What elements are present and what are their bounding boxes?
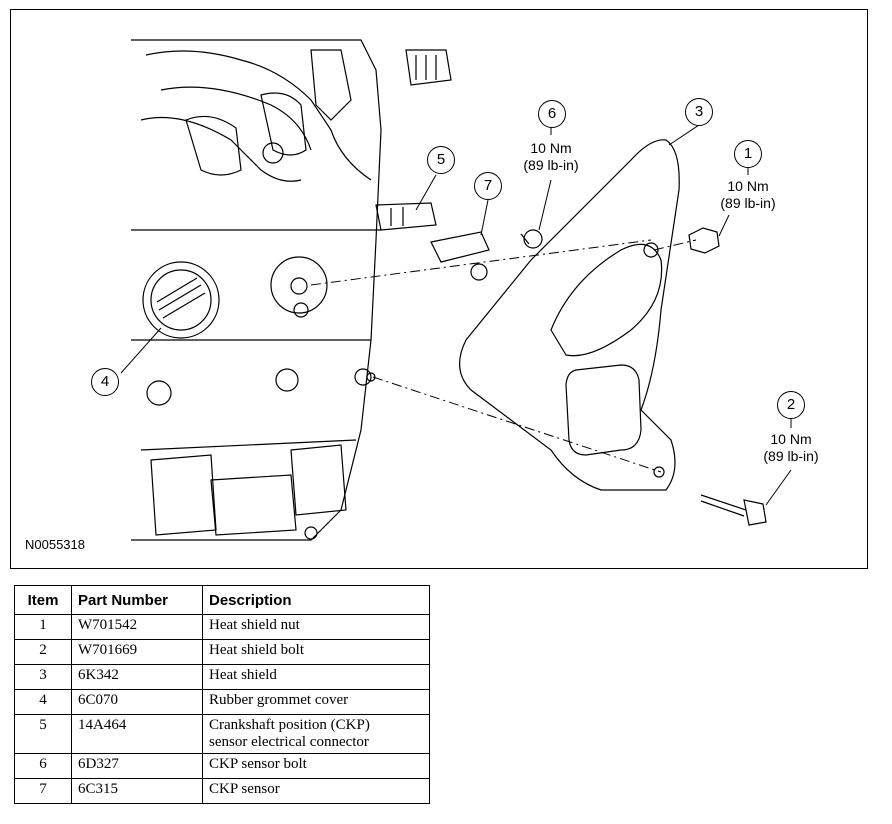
description-cell: Crankshaft position (CKP) sensor electri…: [202, 714, 430, 754]
torque-lbin: (89 lb-in): [720, 195, 776, 211]
torque-nm: 10 Nm: [727, 178, 769, 194]
description-cell: Heat shield: [202, 664, 430, 690]
heat-shield-nut: [688, 227, 720, 254]
exploded-view-figure: 1 10 Nm (89 lb-in) 2 10 Nm (89 lb-in) 3 …: [10, 9, 868, 569]
callout-2-torque: 10 Nm (89 lb-in): [741, 431, 841, 465]
callout-4: 4: [91, 368, 119, 396]
engine-upper-housing: [145, 50, 372, 181]
heat-shield-outline: [459, 139, 680, 491]
part-number-cell: 14A464: [71, 714, 203, 754]
table-row: 7 6C315 CKP sensor: [14, 778, 430, 804]
callout-1-torque: 10 Nm (89 lb-in): [698, 178, 798, 212]
torque-lbin: (89 lb-in): [763, 448, 819, 464]
item-cell: 2: [14, 639, 72, 665]
ckp-connector: [375, 202, 437, 231]
torque-nm: 10 Nm: [770, 431, 812, 447]
item-cell: 3: [14, 664, 72, 690]
description-line: Crankshaft position (CKP): [209, 717, 370, 733]
item-cell: 6: [14, 753, 72, 779]
table-row: 4 6C070 Rubber grommet cover: [14, 689, 430, 715]
table-row: 1 W701542 Heat shield nut: [14, 614, 430, 640]
callout-5: 5: [427, 146, 455, 174]
ckp-sensor-bolt: [523, 229, 543, 249]
callout-6-torque: 10 Nm (89 lb-in): [501, 140, 601, 174]
item-cell: 1: [14, 614, 72, 640]
callout-7: 7: [474, 172, 502, 200]
ckp-sensor-boss: [270, 256, 328, 314]
description-cell: CKP sensor bolt: [202, 753, 430, 779]
rubber-grommet-cover: [142, 261, 220, 339]
part-number-cell: W701542: [71, 614, 203, 640]
description-line: sensor electrical connector: [209, 734, 369, 750]
table-row: 5 14A464 Crankshaft position (CKP) senso…: [14, 714, 430, 754]
header-part-number: Part Number: [71, 585, 203, 615]
engine-block-outline: [131, 39, 382, 541]
table-row: 2 W701669 Heat shield bolt: [14, 639, 430, 665]
part-number-cell: W701669: [71, 639, 203, 665]
description-cell: CKP sensor: [202, 778, 430, 804]
description-cell: Heat shield nut: [202, 614, 430, 640]
heat-shield-bolt: [700, 494, 747, 517]
part-number-cell: 6K342: [71, 664, 203, 690]
item-cell: 4: [14, 689, 72, 715]
table-row: 6 6D327 CKP sensor bolt: [14, 753, 430, 779]
engine-illustration: [120, 39, 792, 541]
ckp-sensor: [430, 231, 490, 263]
item-cell: 7: [14, 778, 72, 804]
callout-6: 6: [538, 100, 566, 128]
table-header-row: Item Part Number Description: [14, 585, 430, 615]
figure-id: N0055318: [25, 537, 85, 552]
header-description: Description: [202, 585, 430, 615]
part-number-cell: 6C070: [71, 689, 203, 715]
table-row: 3 6K342 Heat shield: [14, 664, 430, 690]
callout-1: 1: [734, 140, 762, 168]
item-cell: 5: [14, 714, 72, 754]
torque-nm: 10 Nm: [530, 140, 572, 156]
callout-3: 3: [685, 98, 713, 126]
part-number-cell: 6C315: [71, 778, 203, 804]
header-item: Item: [14, 585, 72, 615]
description-cell: Heat shield bolt: [202, 639, 430, 665]
callout-2: 2: [777, 391, 805, 419]
part-number-cell: 6D327: [71, 753, 203, 779]
description-cell: Rubber grommet cover: [202, 689, 430, 715]
torque-lbin: (89 lb-in): [523, 157, 579, 173]
parts-table: Item Part Number Description 1 W701542 H…: [14, 585, 430, 804]
